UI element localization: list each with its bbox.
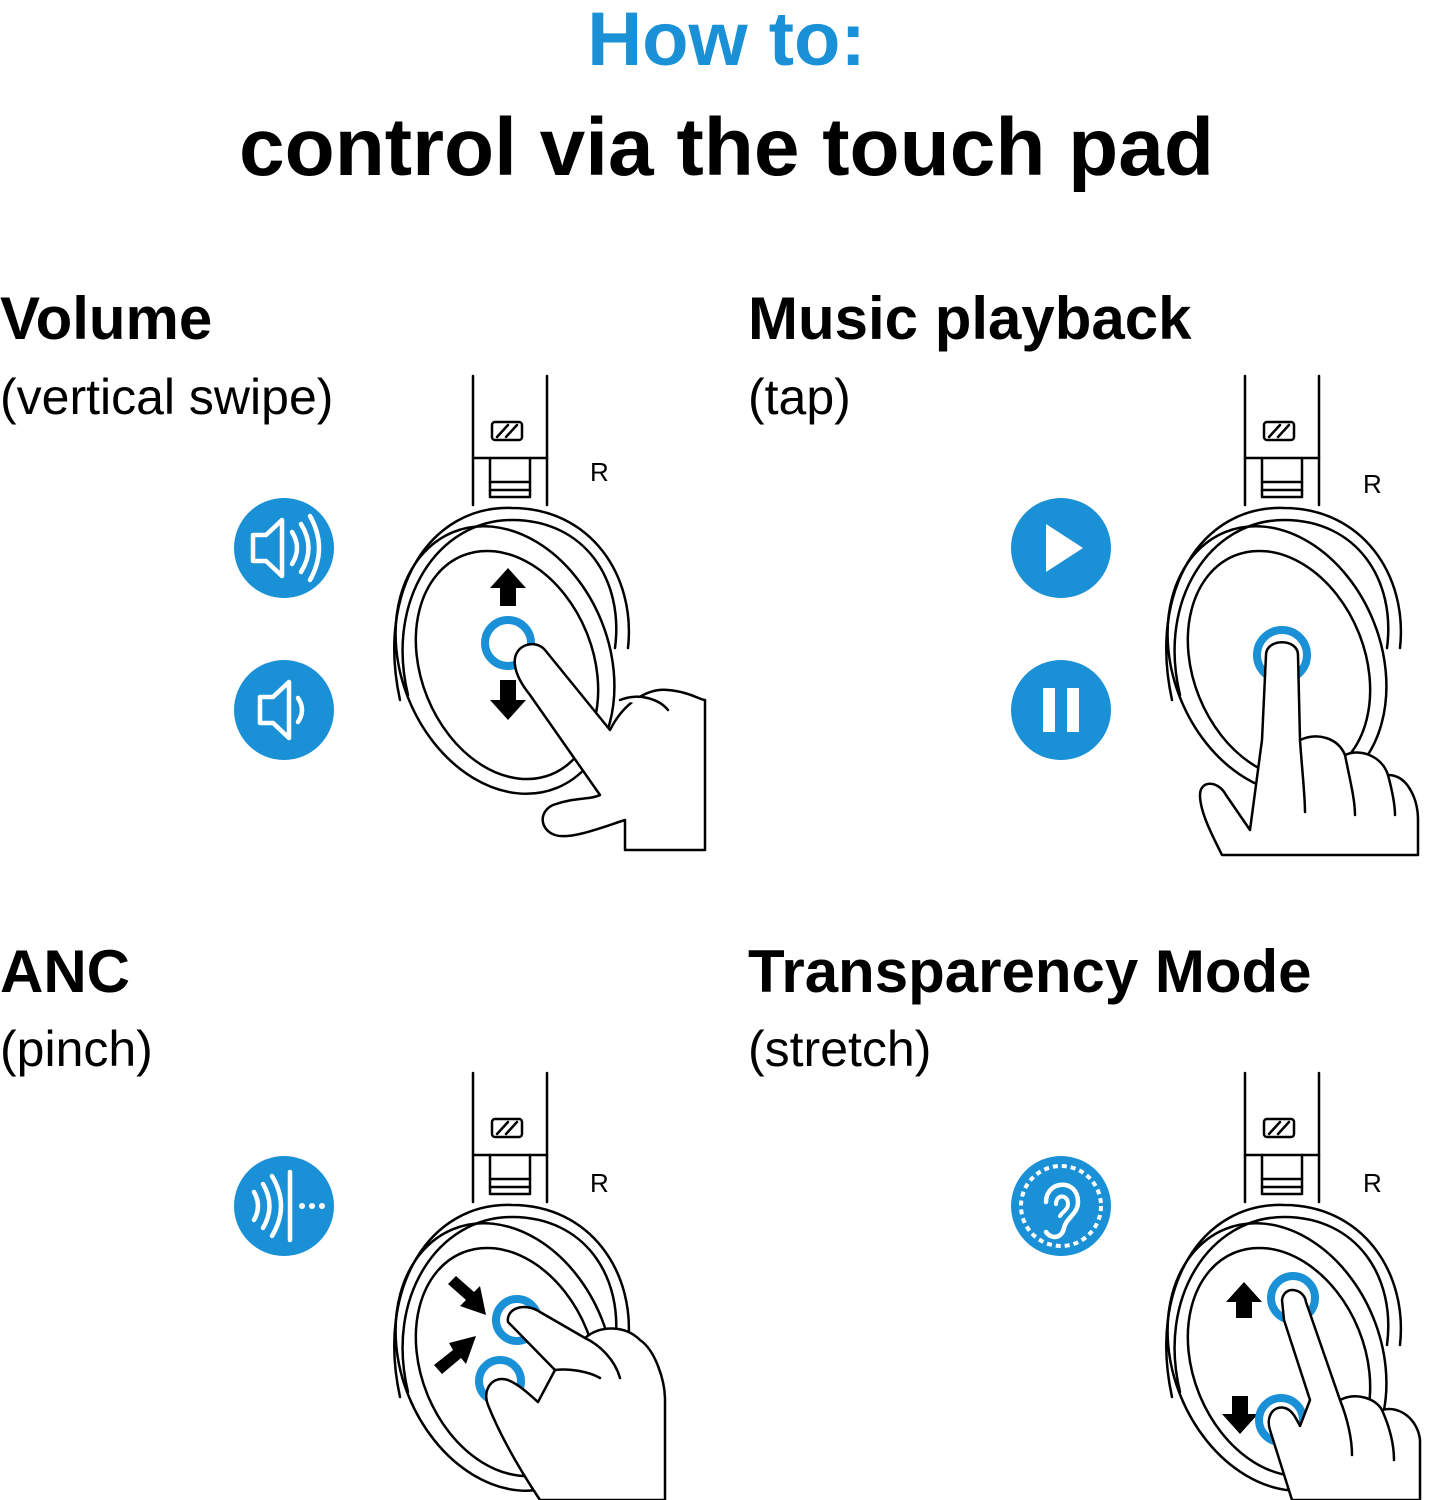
anc-side-label: R [590, 1168, 609, 1198]
anc-icon [234, 1156, 334, 1256]
volume-side-label: R [590, 457, 609, 487]
play-icon [1011, 498, 1111, 598]
transparency-subtitle: (stretch) [748, 1021, 932, 1077]
volume-subtitle: (vertical swipe) [0, 369, 334, 425]
transparency-hand-illustration [1267, 1288, 1422, 1500]
pinch-arrow-top-icon [448, 1276, 486, 1315]
transparency-side-label: R [1363, 1168, 1382, 1198]
music-title: Music playback [748, 285, 1192, 352]
stretch-up-arrow-icon [1226, 1282, 1262, 1318]
anc-title: ANC [0, 938, 130, 1005]
music-subtitle: (tap) [748, 369, 851, 425]
music-side-label: R [1363, 469, 1382, 499]
pinch-arrow-bottom-icon [434, 1336, 476, 1374]
volume-hand-illustration [513, 642, 707, 852]
transparency-title: Transparency Mode [748, 938, 1312, 1005]
volume-title: Volume [0, 285, 213, 352]
header-title-accent: How to: [587, 0, 866, 82]
swipe-down-arrow-icon [490, 680, 526, 720]
swipe-up-arrow-icon [490, 568, 526, 606]
volume-up-icon [234, 498, 334, 598]
anc-hand-illustration [485, 1305, 667, 1500]
pause-icon [1011, 660, 1111, 760]
volume-down-icon [234, 660, 334, 760]
transparency-ear-icon [1011, 1156, 1111, 1256]
header-title: control via the touch pad [239, 102, 1214, 193]
anc-subtitle: (pinch) [0, 1021, 153, 1077]
stretch-down-arrow-icon [1222, 1396, 1258, 1434]
